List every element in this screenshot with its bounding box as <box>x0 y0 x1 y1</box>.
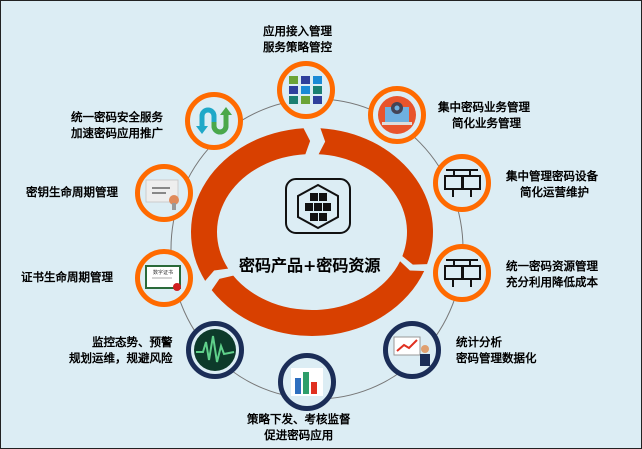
label-line: 加速密码应用推广 <box>71 126 163 140</box>
label-line: 服务策略管控 <box>263 40 332 54</box>
presenter-chart-icon <box>393 336 430 366</box>
center-title: 密码产品+密码资源 <box>239 256 381 275</box>
monitors-icon <box>444 259 481 287</box>
monitors-icon <box>444 169 481 197</box>
monitor-wave-icon <box>194 329 236 371</box>
node-label-service: 统一密码安全服务加速密码应用推广 <box>71 109 163 141</box>
monitor-node <box>186 321 244 379</box>
ring-segment <box>318 128 433 265</box>
node-label-policy: 策略下发、考核监督促进密码应用 <box>247 411 351 443</box>
statistics-node <box>383 321 441 379</box>
certificate-node: 数字证书 <box>135 249 193 307</box>
policy-node <box>278 353 336 411</box>
node-label-resource: 统一密码资源管理充分利用降低成本 <box>506 258 598 290</box>
app-access-node <box>277 61 335 119</box>
laptop-gear-icon <box>378 96 416 134</box>
label-line: 充分利用降低成本 <box>506 275 598 289</box>
node-label-statistics: 统计分析密码管理数据化 <box>456 334 537 366</box>
node-label-app-access: 应用接入管理服务策略管控 <box>263 23 332 55</box>
label-line: 简化运营维护 <box>520 185 589 199</box>
node-label-business: 集中密码业务管理简化业务管理 <box>438 99 530 131</box>
cube-cluster-icon <box>285 178 351 234</box>
label-line: 集中密码业务管理 <box>438 100 530 114</box>
ring-segment <box>211 261 425 336</box>
label-line: 监控态势、预警 <box>92 335 173 349</box>
label-line: 策略下发、考核监督 <box>247 412 351 426</box>
key-node <box>135 164 193 222</box>
device-node <box>433 154 491 212</box>
ring-segment <box>191 128 311 281</box>
label-line: 统计分析 <box>456 335 502 349</box>
u-turn-arrows-icon <box>196 107 232 135</box>
label-line: 促进密码应用 <box>264 428 334 442</box>
node-label-monitor: 监控态势、预警规划运维，规避风险 <box>69 334 173 366</box>
node-label-certificate: 证书生命周期管理 <box>21 270 113 284</box>
label-line: 应用接入管理 <box>263 24 332 38</box>
label-line: 密码管理数据化 <box>456 351 537 365</box>
node-label-key: 密钥生命周期管理 <box>26 185 118 199</box>
label-line: 规划运维，规避风险 <box>69 351 173 365</box>
certificate-text: 数字证书 <box>153 269 173 276</box>
certificate-icon: 数字证书 <box>145 265 181 291</box>
main-ring <box>191 128 433 336</box>
label-line: 统一密码安全服务 <box>71 110 163 124</box>
bar-chart-icon <box>291 368 323 396</box>
resource-node <box>433 244 491 302</box>
key-document-icon <box>145 179 179 210</box>
label-line: 集中管理密码设备 <box>506 169 598 183</box>
business-node <box>368 86 426 144</box>
app-grid-icon <box>289 76 322 104</box>
label-line: 统一密码资源管理 <box>506 259 598 273</box>
service-node <box>185 92 243 150</box>
node-label-device: 集中管理密码设备简化运营维护 <box>506 168 598 200</box>
label-line: 简化业务管理 <box>452 116 521 130</box>
